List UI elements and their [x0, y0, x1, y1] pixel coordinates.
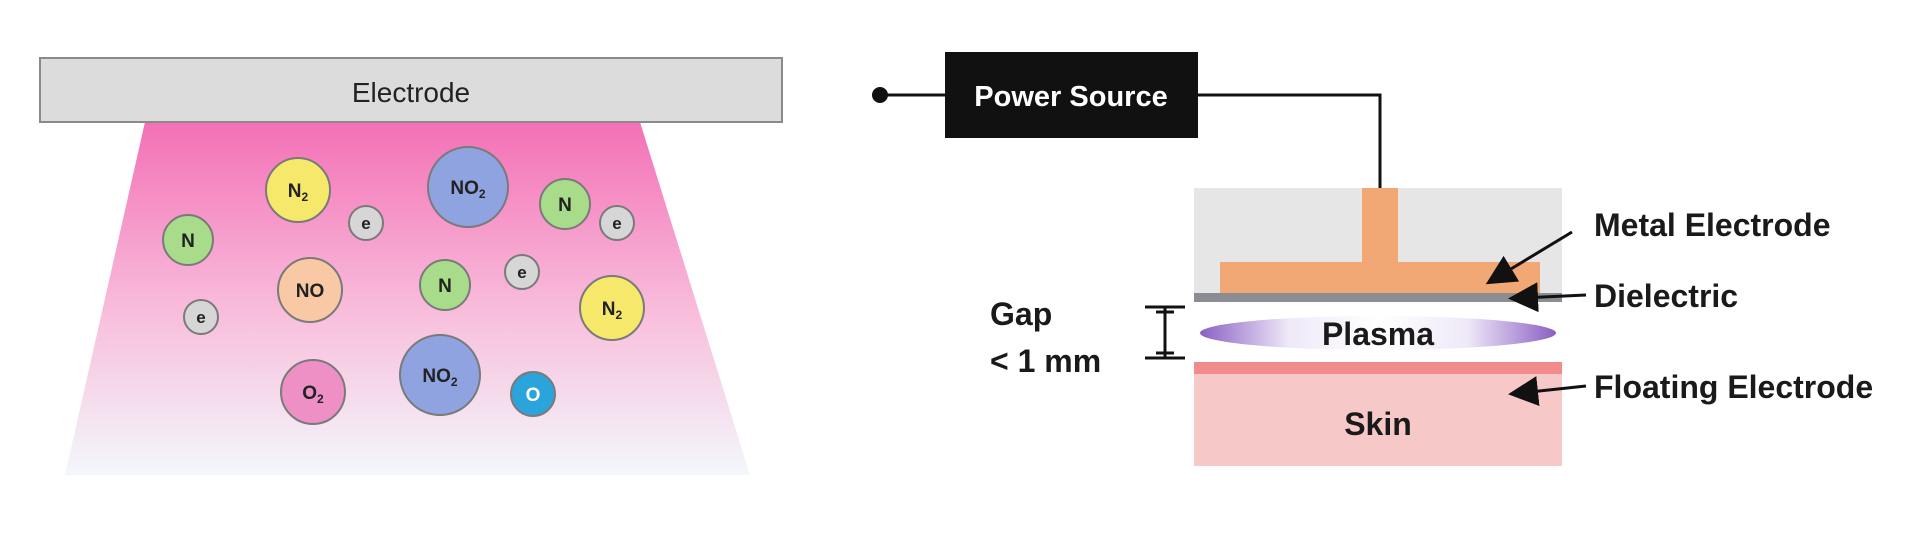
particle-circle — [579, 275, 645, 341]
plasma-beam — [65, 122, 750, 475]
floating-electrode-pointer — [1508, 376, 1587, 407]
particle-no2: NO2 — [427, 146, 509, 228]
particle-n2: N2 — [579, 275, 645, 341]
dielectric-pointer — [1508, 282, 1587, 313]
gap-label-line1: Gap — [990, 296, 1052, 332]
metal-electrode-plate — [1220, 262, 1540, 293]
dielectric-layer — [1194, 293, 1562, 302]
power-wire-right — [1198, 93, 1382, 188]
particle-o: O — [510, 371, 556, 417]
particle-e: e — [599, 205, 635, 241]
particle-circle — [399, 334, 481, 416]
terminal-dot — [872, 87, 888, 103]
particle-circle — [539, 178, 591, 230]
floating-electrode-label: Floating Electrode — [1594, 369, 1873, 405]
particle-label: NO2 — [422, 366, 458, 389]
particle-label: NO2 — [450, 178, 486, 201]
particle-e: e — [183, 299, 219, 335]
particle-n2: N2 — [265, 157, 331, 223]
particle-label: O — [526, 385, 541, 406]
particle-label: e — [612, 214, 621, 233]
particle-no2: NO2 — [399, 334, 481, 416]
particle-label: e — [196, 308, 205, 327]
floating-electrode-layer — [1194, 362, 1562, 374]
particle-circle — [427, 146, 509, 228]
particle-label: e — [361, 214, 370, 233]
power-source-box — [945, 52, 1198, 138]
metal-electrode-stem — [1362, 188, 1398, 264]
particle-n: N — [419, 259, 471, 311]
particle-circle — [510, 371, 556, 417]
particle-label: N — [558, 195, 572, 216]
gap-indicator — [1145, 305, 1185, 360]
plasma-discharge — [1200, 316, 1556, 350]
electrode-label: Electrode — [352, 77, 470, 108]
particle-no: NO — [277, 257, 343, 323]
particle-circle — [162, 214, 214, 266]
particle-circle — [277, 257, 343, 323]
skin-block — [1194, 374, 1562, 466]
power-source-label: Power Source — [974, 81, 1167, 113]
particle-label: e — [517, 263, 526, 282]
particle-o2: O2 — [280, 359, 346, 425]
particle-circle — [183, 299, 219, 335]
dielectric-label: Dielectric — [1594, 278, 1738, 314]
gap-label-line2: < 1 mm — [990, 343, 1101, 379]
particle-label: N — [438, 276, 452, 297]
device-schematic: Power Source Plasma Skin Gap < 1 mm Meta… — [872, 52, 1873, 466]
particle-n: N — [162, 214, 214, 266]
plasma-label: Plasma — [1322, 316, 1434, 352]
particle-circle — [348, 205, 384, 241]
particle-circle — [419, 259, 471, 311]
particle-circle — [265, 157, 331, 223]
particle-circle — [280, 359, 346, 425]
metal-electrode-label: Metal Electrode — [1594, 207, 1831, 243]
electrode-bar — [39, 57, 783, 123]
metal-electrode-pointer — [1485, 230, 1573, 285]
particle-n: N — [539, 178, 591, 230]
particle-e: e — [504, 254, 540, 290]
particle-e: e — [348, 205, 384, 241]
particle-circle — [599, 205, 635, 241]
particle-circle — [504, 254, 540, 290]
particle-label: N — [181, 231, 195, 252]
particle-label: NO — [296, 281, 325, 302]
skin-label: Skin — [1344, 406, 1412, 442]
